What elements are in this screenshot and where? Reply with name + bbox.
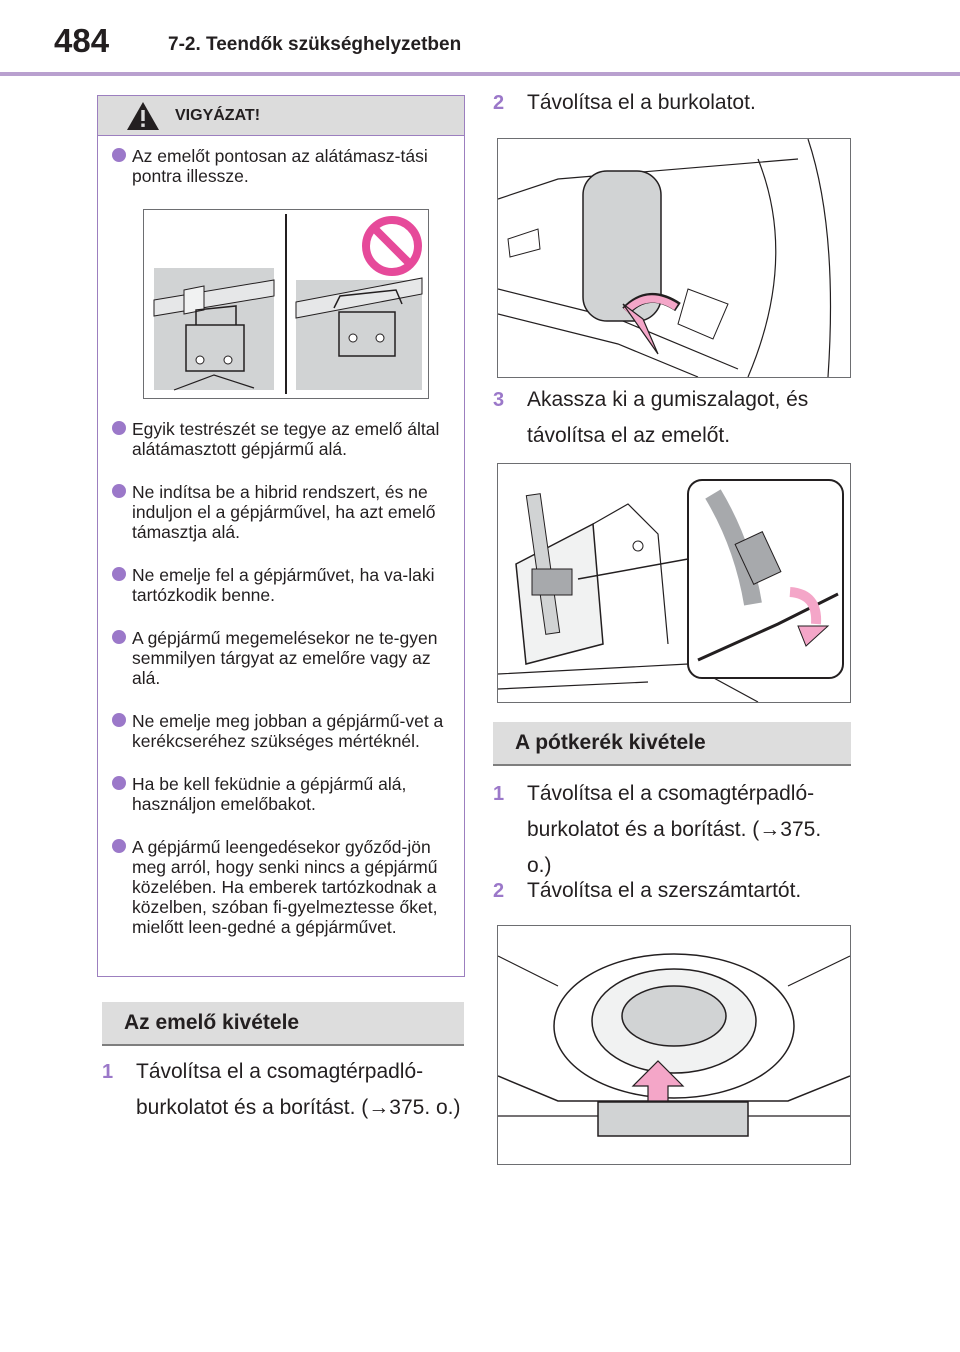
warning-item: A gépjármű leengedésekor győződ-jön meg … [102,837,450,937]
step-number: 2 [493,92,505,114]
jack-section-title: Az emelő kivétele [124,1011,300,1034]
jack-step-1: 1 Távolítsa el a csomagtérpadló-burkolat… [102,1054,464,1126]
page-header: 484 7-2. Teendők szükséghelyzetben [0,0,960,78]
page-number: 484 [54,22,110,59]
jack-strap-illustration [497,463,851,703]
jack-step-3: 3 Akassza ki a gumiszalagot, és távolíts… [493,382,851,454]
bullet-dot [112,713,126,727]
bullet-dot [112,148,126,162]
step-number: 1 [102,1061,114,1083]
warning-header: VIGYÁZAT! [98,96,464,136]
warning-item: Ne emelje fel a gépjárművet, ha va-laki … [102,565,450,605]
header-rule [0,72,960,76]
warning-item-text: Az emelőt pontosan az alátámasz-tási pon… [132,146,428,186]
warning-title: VIGYÁZAT! [175,107,261,124]
step-text: Távolítsa el a szerszámtartót. [527,879,802,902]
spare-section-title: A pótkerék kivétele [515,731,706,754]
bullet-dot [112,776,126,790]
warning-list: Az emelőt pontosan az alátámasz-tási pon… [98,146,464,186]
spare-step-2: 2 Távolítsa el a szerszámtartót. [493,873,851,909]
warning-item: Ha be kell feküdnie a gépjármű alá, hasz… [102,774,450,814]
warning-list-continued: Egyik testrészét se tegye az emelő által… [98,419,464,937]
step-number: 1 [493,783,505,805]
step-text: Akassza ki a gumiszalagot, és távolítsa … [527,388,809,447]
jack-point-illustration [143,209,429,399]
warning-item-text: Egyik testrészét se tegye az emelő által… [132,419,440,459]
step-number: 3 [493,389,505,411]
warning-box: VIGYÁZAT! Az emelőt pontosan az alátámas… [97,95,465,977]
spare-step-1: 1 Távolítsa el a csomagtérpadló-burkolat… [493,776,851,884]
warning-item: A gépjármű megemelésekor ne te-gyen semm… [102,628,450,688]
warning-item: Ne indítsa be a hibrid rendszert, és ne … [102,482,450,542]
step-number: 2 [493,880,505,902]
section-title: 7-2. Teendők szükséghelyzetben [168,34,462,55]
warning-item: Ne emelje meg jobban a gépjármű-vet a ke… [102,711,450,751]
warning-item-text: Ne emelje fel a gépjárművet, ha va-laki … [132,565,435,605]
bullet-dot [112,421,126,435]
step-text: Távolítsa el a csomagtérpadló-burkolatot… [136,1060,461,1119]
jack-step-2: 2 Távolítsa el a burkolatot. [493,85,851,121]
warning-item-text: Ha be kell feküdnie a gépjármű alá, hasz… [132,774,407,814]
step-text: Távolítsa el a burkolatot. [527,91,756,114]
spare-section-heading: A pótkerék kivétele [493,722,851,766]
warning-item-text: A gépjármű leengedésekor győződ-jön meg … [132,837,438,937]
warning-item: Az emelőt pontosan az alátámasz-tási pon… [102,146,450,186]
warning-triangle-icon [127,102,159,130]
cover-removal-illustration [497,138,851,378]
step-text: Távolítsa el a csomagtérpadló-burkolatot… [527,782,822,877]
warning-item-text: Ne indítsa be a hibrid rendszert, és ne … [132,482,436,542]
warning-item-text: Ne emelje meg jobban a gépjármű-vet a ke… [132,711,444,751]
bullet-dot [112,839,126,853]
bullet-dot [112,630,126,644]
bullet-dot [112,484,126,498]
bullet-dot [112,567,126,581]
warning-item-text: A gépjármű megemelésekor ne te-gyen semm… [132,628,438,688]
warning-item: Egyik testrészét se tegye az emelő által… [102,419,450,459]
tool-tray-illustration [497,925,851,1165]
jack-section-heading: Az emelő kivétele [102,1002,464,1046]
